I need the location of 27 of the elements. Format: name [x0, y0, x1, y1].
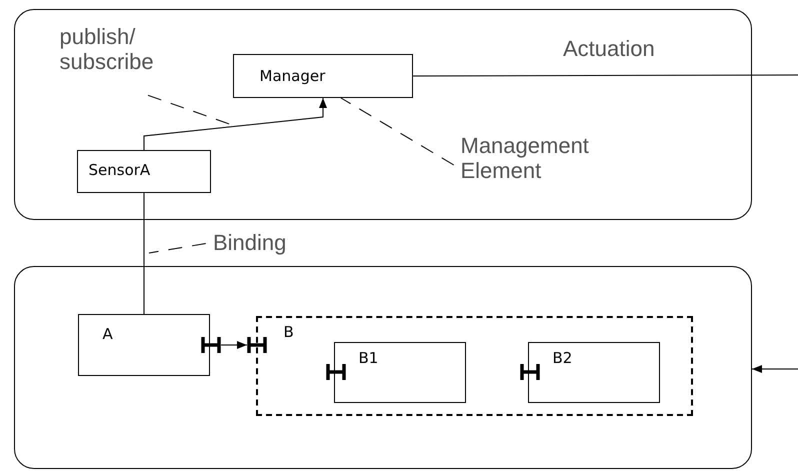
- annotation-text: Management Element: [460, 132, 590, 182]
- composite-box: [256, 316, 692, 416]
- arrow: [220, 341, 248, 349]
- container-box: [14, 266, 752, 469]
- box-label: SensorA: [88, 160, 150, 178]
- box-label: B2: [552, 348, 572, 366]
- component-box: [76, 150, 210, 192]
- port-symbol: [326, 362, 346, 380]
- component-box: [334, 342, 466, 402]
- port-symbol: [246, 336, 266, 354]
- port-symbol: [520, 362, 540, 380]
- component-box: [78, 314, 210, 376]
- annotation-text: publish/ subscribe: [60, 24, 155, 74]
- arrow: [752, 365, 798, 373]
- leader-line: [148, 243, 206, 254]
- container-box: [14, 9, 752, 220]
- annotation-text: Binding: [213, 230, 288, 255]
- connector-line: [412, 74, 798, 76]
- box-label: B: [284, 322, 294, 340]
- port-symbol: [200, 336, 220, 354]
- component-box: [528, 342, 660, 402]
- box-label: Manager: [260, 66, 326, 84]
- leader-line: [340, 98, 454, 166]
- box-label: B1: [358, 348, 378, 366]
- box-label: A: [102, 324, 113, 342]
- component-box: [232, 54, 412, 98]
- arrow: [144, 98, 327, 150]
